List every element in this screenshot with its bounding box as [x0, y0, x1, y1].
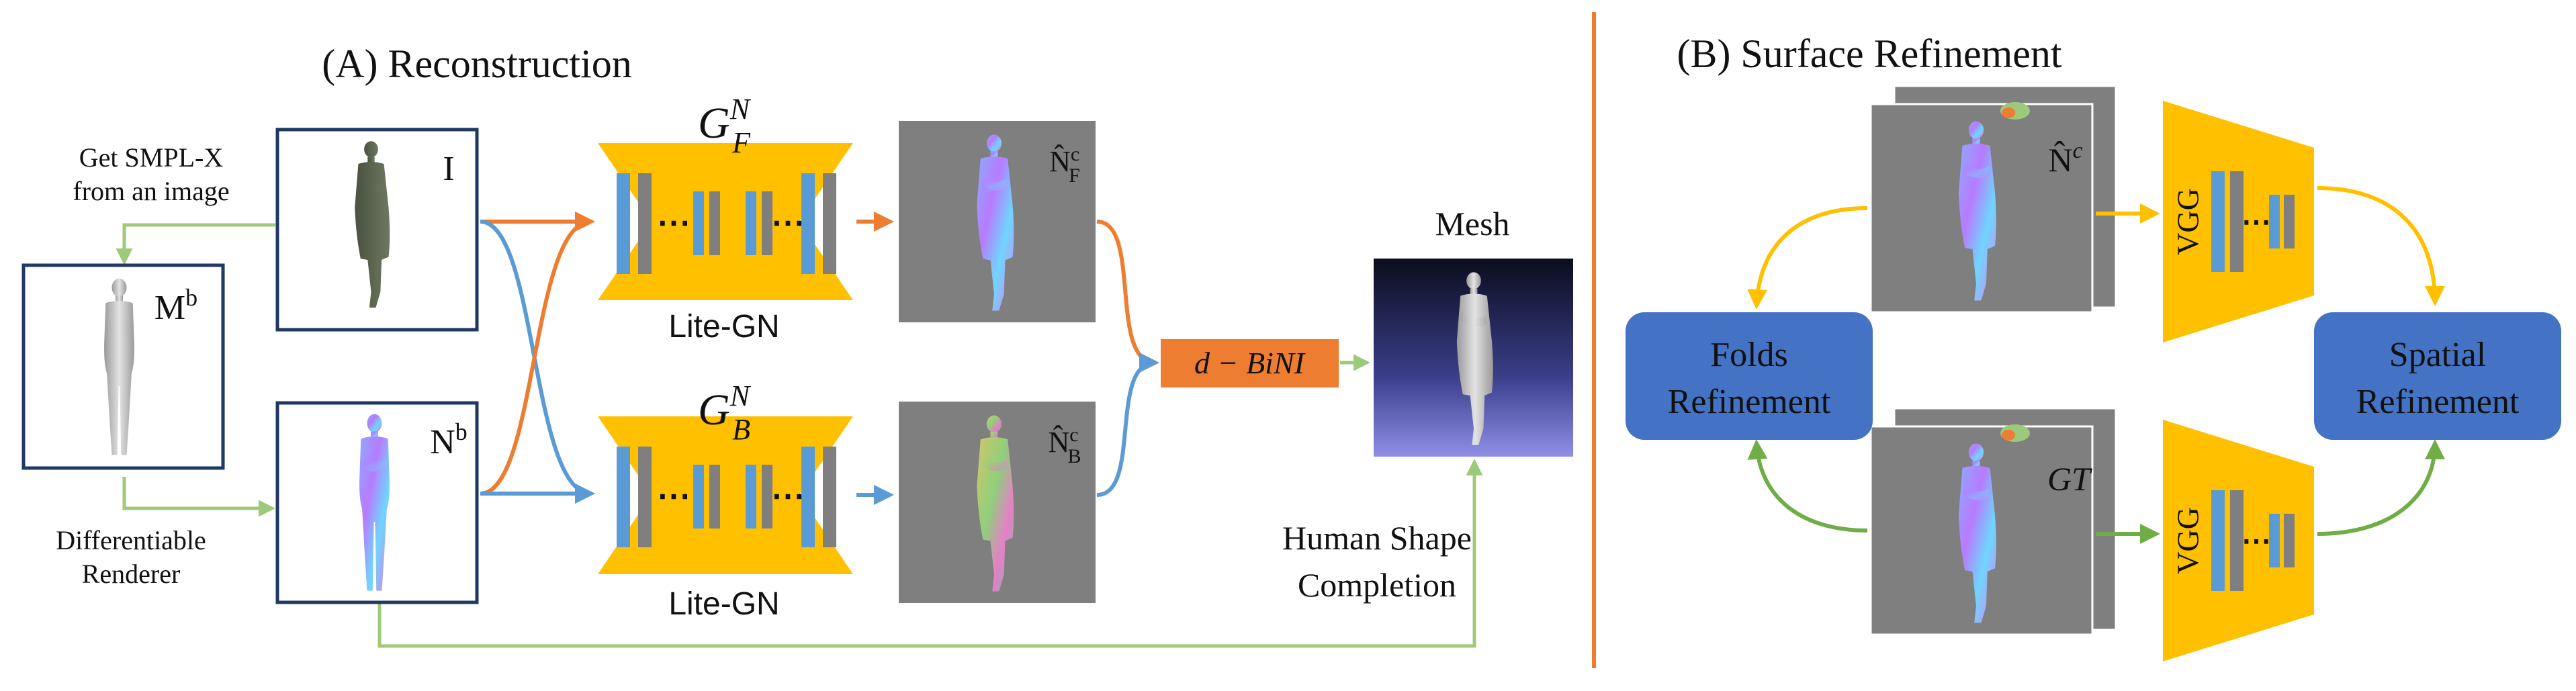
back-gn-layer — [693, 465, 704, 528]
diff-renderer-label-line2: Renderer — [82, 559, 181, 589]
bini-label: d − BiNI — [1194, 346, 1306, 380]
section-b-title: (B) Surface Refinement — [1677, 32, 2061, 76]
arrow-vgg-bottom-to-spatial — [2317, 439, 2445, 536]
back-gn-layer — [823, 447, 836, 547]
brain-icon-lobe — [2002, 107, 2015, 118]
body-label: Mb — [154, 284, 197, 327]
vgg-top-layer — [2284, 195, 2295, 248]
arrow-vgg-top-to-spatial — [2317, 186, 2445, 306]
front-gn-layer — [746, 191, 756, 255]
arrow-smplx-to-normal — [122, 477, 275, 517]
front-gn-layer — [638, 173, 652, 274]
vgg-top-layer — [2269, 195, 2280, 248]
arrow-gt-to-folds — [1747, 439, 1868, 533]
front-gn-layer — [823, 173, 836, 274]
spatial-label-line1: Spatial — [2389, 336, 2486, 374]
front-gn-layer — [693, 191, 704, 255]
arrow-normal-to-front-gn — [480, 212, 595, 496]
back-gn-layer — [801, 447, 815, 547]
gt-label: GT — [2047, 460, 2092, 498]
arrow-image-to-smplx — [116, 223, 275, 265]
input-label: I — [443, 150, 454, 188]
vgg-bottom-layer — [2211, 490, 2225, 591]
back-gn-layer — [638, 447, 652, 547]
nc-label: N̂c — [2048, 138, 2082, 179]
folds-label-line1: Folds — [1710, 336, 1788, 374]
folds-label-line2: Refinement — [1668, 383, 1831, 421]
back-gn-dots: ⋯ — [657, 477, 691, 514]
spatial-label-line2: Refinement — [2356, 383, 2520, 421]
folds-refinement-box — [1626, 312, 1873, 440]
vgg-top-dots: ⋯ — [2241, 205, 2271, 238]
back-gn-layer — [709, 465, 720, 528]
vgg-top-layer — [2230, 171, 2244, 272]
back-gn-layer — [762, 465, 772, 528]
front-gn-dots: ⋯ — [657, 203, 691, 241]
section-a-title: (A) Reconstruction — [322, 42, 632, 86]
mesh-title: Mesh — [1435, 205, 1509, 242]
vgg-top-label: VGG — [2171, 188, 2205, 255]
front-lite-gn: ⋯ ⋯ — [598, 143, 853, 300]
vgg-top-layer — [2211, 171, 2225, 272]
get-smplx-label-line2: from an image — [73, 176, 229, 206]
back-gn-dots: ⋯ — [771, 477, 805, 514]
back-gn-shape — [598, 416, 853, 574]
section-surface-refinement: (B) Surface Refinement N̂c GT VGG ⋯ VGG … — [1626, 32, 2561, 661]
arrow-shape-completion — [377, 459, 1483, 648]
vgg-bottom-dots: ⋯ — [2241, 524, 2271, 557]
back-gn-caption: Lite-GN — [668, 586, 779, 622]
front-gn-caption: Lite-GN — [668, 309, 779, 344]
completion-label-line2: Completion — [1298, 566, 1456, 604]
front-gn-layer — [617, 173, 630, 274]
front-gn-layer — [801, 173, 815, 274]
vgg-bottom-label: VGG — [2171, 507, 2205, 574]
spatial-refinement-box — [2314, 312, 2561, 440]
section-reconstruction: (A) Reconstruction Get SMPL-X from an im… — [21, 42, 1573, 648]
back-gn-layer — [746, 465, 756, 528]
get-smplx-label-line1: Get SMPL-X — [79, 142, 224, 173]
diff-renderer-label-line1: Differentiable — [56, 525, 206, 555]
arrow-nc-to-folds — [1747, 206, 1868, 310]
bini-box — [1161, 339, 1339, 387]
arrow-back-normal-to-bini — [1096, 353, 1159, 497]
front-gn-dots: ⋯ — [771, 203, 805, 241]
vgg-bottom-layer — [2230, 490, 2244, 591]
back-gn-layer — [617, 447, 630, 547]
brain-icon-lobe — [2002, 430, 2015, 441]
arrow-front-normal-to-bini — [1096, 220, 1159, 373]
vgg-bottom-layer — [2269, 514, 2280, 567]
normal-label: Nb — [430, 418, 468, 461]
back-lite-gn: ⋯ ⋯ — [598, 416, 853, 574]
front-gn-shape — [598, 143, 853, 300]
completion-label-line1: Human Shape — [1282, 519, 1472, 557]
vgg-bottom-layer — [2284, 514, 2295, 567]
front-gn-layer — [762, 191, 772, 255]
front-gn-layer — [709, 191, 720, 255]
